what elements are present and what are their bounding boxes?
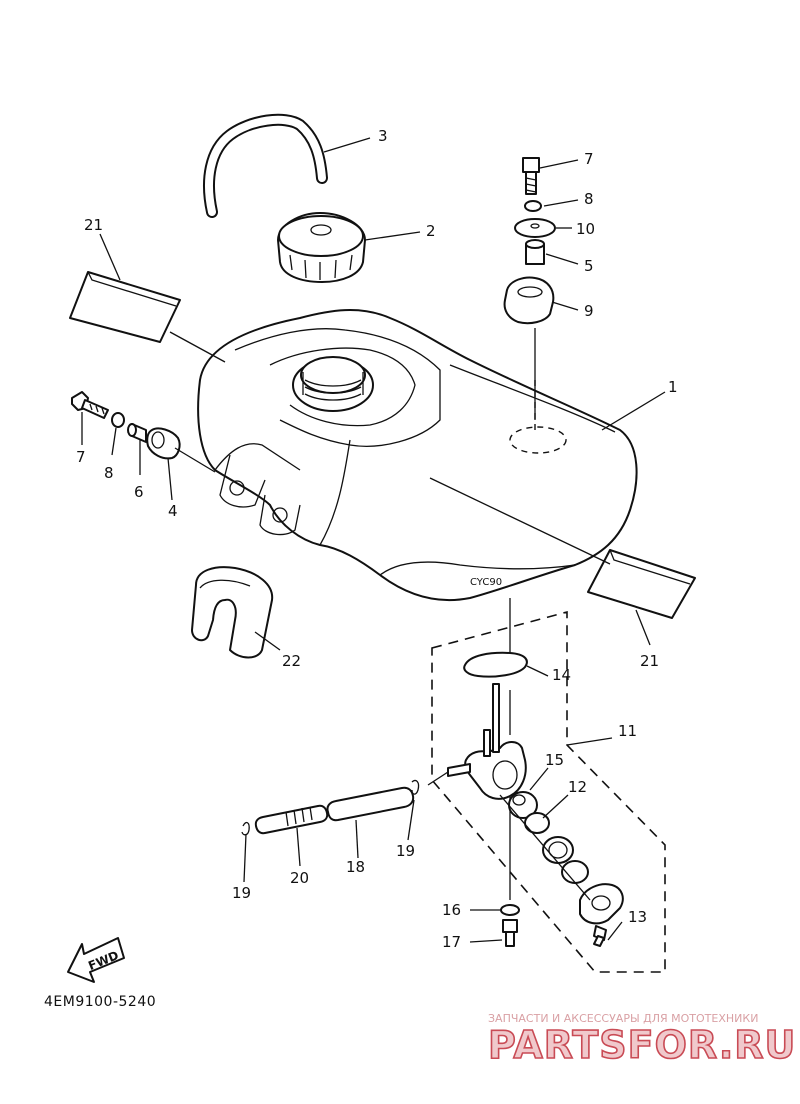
callout-5: 5: [584, 257, 594, 275]
callout-21-right: 21: [640, 652, 659, 670]
hose-clip-right: [411, 779, 420, 795]
drain-screw: [502, 919, 518, 947]
callout-13: 13: [628, 908, 647, 926]
leader-lines: [81, 137, 666, 943]
callout-7-top: 7: [584, 150, 594, 168]
fuel-cock-body: [427, 683, 527, 800]
callout-6: 6: [134, 483, 144, 501]
callout-2: 2: [426, 222, 436, 240]
callout-4: 4: [168, 502, 178, 520]
callout-19-left: 19: [232, 884, 251, 902]
watermark-brand: PARTSFOR.RU: [488, 1023, 796, 1067]
side-collar: [127, 423, 147, 443]
diagram-code: 4EM9100-5240: [44, 994, 156, 1010]
fuel-tank: CYC90: [197, 309, 638, 602]
callout-8-side: 8: [104, 464, 114, 482]
fuel-cock-screw: [593, 925, 607, 947]
fuel-cock-assembly-outline: [431, 610, 666, 973]
guard-u: [191, 566, 274, 659]
top-bolt: [522, 157, 540, 195]
callout-7-side: 7: [76, 448, 86, 466]
fuel-cock-cover-plate: [579, 883, 624, 925]
fuel-cock-strainer-cup: [508, 791, 538, 819]
decal-front: [69, 271, 181, 343]
drain-washer: [500, 904, 520, 916]
fuel-filter: [254, 804, 329, 835]
callout-18: 18: [346, 858, 365, 876]
callout-21-left: 21: [84, 216, 103, 234]
fuel-cock-gasket: [463, 651, 528, 678]
breather-hose: [203, 113, 328, 218]
top-washer: [524, 200, 542, 212]
svg-text:CYC90: CYC90: [470, 577, 502, 588]
callout-22: 22: [282, 652, 301, 670]
callout-20: 20: [290, 869, 309, 887]
hose-clip-left: [241, 821, 250, 836]
top-collar: [525, 239, 545, 265]
callout-14: 14: [552, 666, 571, 684]
callout-12: 12: [568, 778, 587, 796]
callout-17: 17: [442, 933, 461, 951]
callout-9: 9: [584, 302, 594, 320]
decal-rear: [587, 549, 696, 619]
top-damper: [503, 276, 555, 325]
fuel-hose: [326, 786, 415, 822]
top-plate-washer: [514, 218, 556, 238]
fwd-arrow: FWD: [67, 937, 125, 983]
callout-19-right: 19: [396, 842, 415, 860]
callout-1: 1: [668, 378, 678, 396]
side-washer: [111, 412, 125, 428]
fuel-cap: [277, 212, 366, 283]
callout-11: 11: [618, 722, 637, 740]
fuel-cock-lever-seal: [542, 836, 589, 884]
callout-10: 10: [576, 220, 595, 238]
side-bolt: [71, 391, 109, 419]
watermark-tagline: ЗАПЧАСТИ И АКСЕССУАРЫ ДЛЯ МОТОТЕХНИКИ: [488, 1012, 758, 1025]
callout-15: 15: [545, 751, 564, 769]
callout-3: 3: [378, 127, 388, 145]
callout-16: 16: [442, 901, 461, 919]
callout-8-top: 8: [584, 190, 594, 208]
side-damper: [146, 427, 181, 460]
